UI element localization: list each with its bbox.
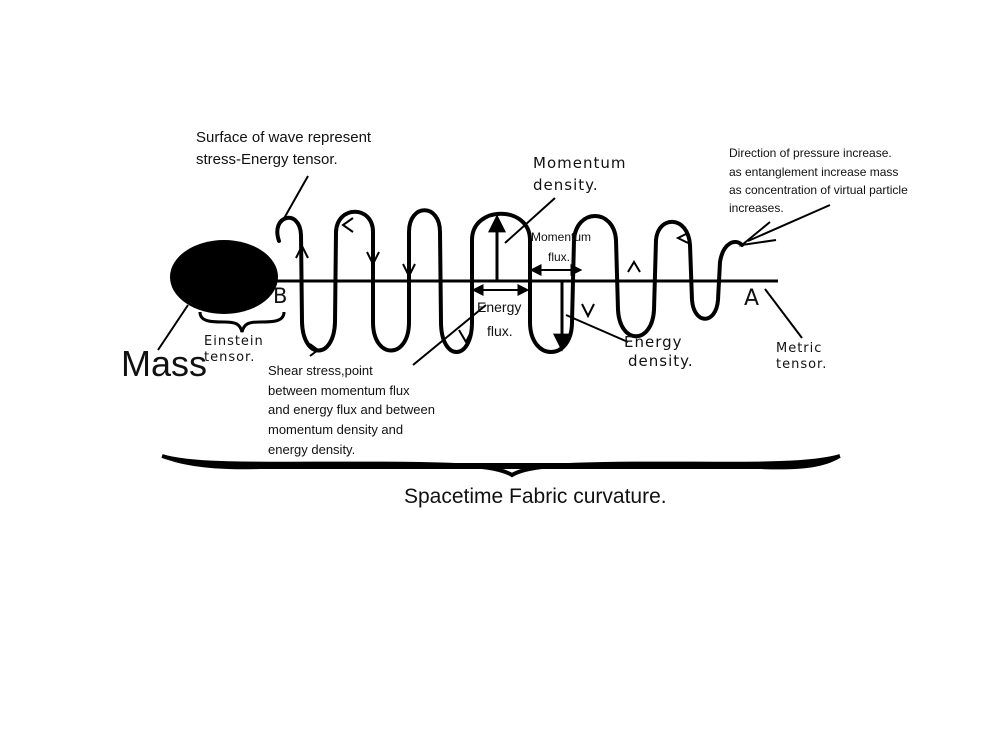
pressure-arrowhead	[738, 221, 777, 247]
point-a-label: A	[744, 286, 760, 311]
metric-tensor-leader	[764, 288, 803, 339]
einstein-brace	[198, 311, 286, 333]
momentum-density-label: Momentum density.	[533, 154, 632, 194]
surface-wave-leader	[281, 175, 309, 223]
direction-arrow-1	[295, 243, 309, 259]
direction-arrow-5	[402, 263, 416, 279]
direction-arrow-6	[458, 329, 473, 345]
surface-wave-label: Surface of wave represent stress-Energy …	[196, 129, 375, 168]
energy-density-label: Energy density.	[624, 333, 694, 370]
direction-arrow-7	[581, 303, 595, 319]
direction-arrow-4	[366, 251, 380, 267]
direction-arrow-2	[309, 343, 320, 357]
point-b-label: B	[273, 284, 288, 308]
energy-flux-label: Energy flux.	[477, 299, 525, 339]
pressure-direction-label: Direction of pressure increase. as entan…	[729, 146, 911, 215]
shear-stress-leader	[412, 304, 487, 366]
direction-arrow-3	[341, 217, 354, 233]
direction-arrow-8	[627, 260, 641, 273]
energy-density-leader	[565, 314, 629, 343]
pressure-direction-arrow	[747, 204, 831, 242]
spacetime-brace-thick	[162, 458, 840, 470]
shear-stress-label: Shear stress,point between momentum flux…	[268, 363, 439, 457]
einstein-tensor-label: Einstein tensor.	[204, 334, 269, 365]
momentum-flux-label: Momentum flux.	[531, 230, 594, 264]
mass-leader	[157, 304, 189, 351]
mass-label: Mass	[121, 343, 207, 384]
mass-ellipse	[170, 240, 278, 314]
momentum-density-leader	[504, 197, 556, 244]
metric-tensor-label: Metric tensor.	[776, 341, 828, 372]
direction-arrow-9	[675, 232, 689, 244]
spacetime-label: Spacetime Fabric curvature.	[404, 485, 667, 508]
